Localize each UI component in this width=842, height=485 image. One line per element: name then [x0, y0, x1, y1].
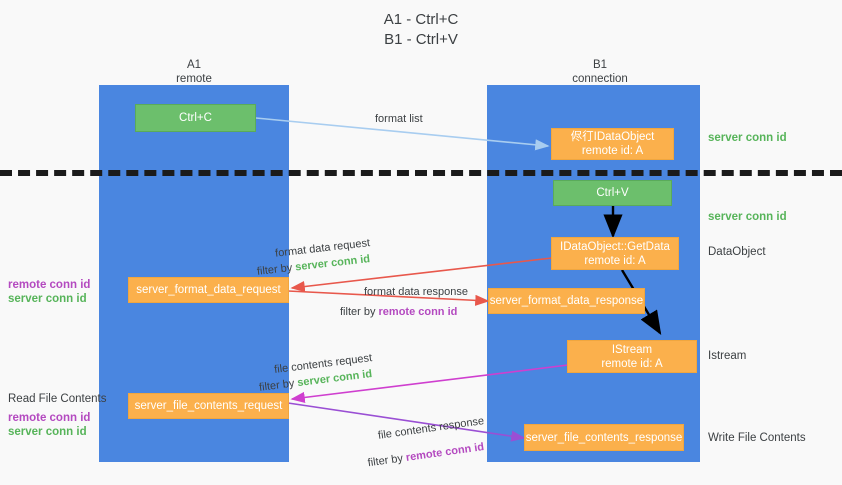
caption-format-data-response-filter: filter by remote conn id — [340, 305, 457, 319]
caption-file-contents-response-filter: filter by remote conn id — [367, 440, 485, 470]
label-remote-conn-id-2: remote conn id — [8, 412, 91, 424]
node-ctrl-c-label: Ctrl+C — [179, 112, 212, 124]
filter-prefix-4: filter by — [366, 452, 407, 470]
node-server-format-data-request-label: server_format_data_request — [136, 284, 281, 296]
node-getdata[interactable]: IDataObject::GetData remote id: A — [551, 237, 679, 270]
node-server-file-contents-request-label: server_file_contents_request — [134, 400, 283, 412]
lane-b1-name: B1 — [592, 59, 608, 71]
lane-header-a1: A1 remote — [134, 58, 254, 86]
label-server-conn-id-mid: server conn id — [708, 211, 787, 223]
node-istream-label: IStream — [611, 343, 653, 356]
node-getdata-remote-id: remote id: A — [584, 254, 646, 267]
label-server-conn-id-2: server conn id — [8, 426, 87, 438]
node-server-file-contents-response[interactable]: server_file_contents_response — [524, 424, 684, 451]
filter-value-4: remote conn id — [405, 441, 485, 464]
page-title: A1 - Ctrl+C B1 - Ctrl+V — [0, 10, 842, 50]
lane-a1-name: A1 — [186, 59, 202, 71]
title-line-2: B1 - Ctrl+V — [384, 31, 458, 48]
phase-divider — [0, 170, 842, 176]
filter-prefix-3: filter by — [258, 377, 299, 394]
title-line-1: A1 - Ctrl+C — [383, 11, 459, 28]
node-server-format-data-request[interactable]: server_format_data_request — [128, 277, 289, 303]
filter-prefix-2: filter by — [340, 306, 379, 318]
label-write-file-contents: Write File Contents — [708, 432, 806, 444]
node-server-format-data-response[interactable]: server_format_data_response — [488, 288, 645, 314]
node-ctrl-c[interactable]: Ctrl+C — [135, 104, 256, 132]
lane-b1-sub: connection — [572, 73, 628, 85]
node-server-file-contents-response-label: server_file_contents_response — [525, 431, 683, 444]
node-ctrl-v[interactable]: Ctrl+V — [553, 180, 672, 206]
lane-header-b1: B1 connection — [530, 58, 670, 86]
caption-format-data-response: format data response — [364, 286, 468, 298]
label-remote-conn-id-1: remote conn id — [8, 279, 91, 291]
node-istream-remote-id: remote id: A — [601, 357, 663, 370]
label-server-conn-id-1: server conn id — [8, 293, 87, 305]
filter-value-2: remote conn id — [378, 306, 458, 318]
node-idataobject[interactable]: 侭㣔IDataObject remote id: A — [551, 128, 674, 160]
node-idataobject-label: 侭㣔IDataObject — [570, 131, 655, 143]
caption-format-list: format list — [375, 113, 423, 125]
node-idataobject-remote-id: remote id: A — [581, 145, 644, 157]
node-server-file-contents-request[interactable]: server_file_contents_request — [128, 393, 289, 419]
label-istream: Istream — [708, 350, 747, 362]
label-server-conn-id-top: server conn id — [708, 132, 787, 144]
node-istream[interactable]: IStream remote id: A — [567, 340, 697, 373]
filter-prefix-1: filter by — [256, 261, 296, 278]
node-ctrl-v-label: Ctrl+V — [596, 187, 629, 199]
node-server-format-data-response-label: server_format_data_response — [489, 295, 644, 307]
caption-file-contents-response: file contents response — [377, 415, 485, 442]
node-getdata-label: IDataObject::GetData — [560, 240, 670, 253]
label-read-file-contents: Read File Contents — [8, 393, 107, 405]
lane-a1-sub: remote — [176, 73, 212, 85]
label-dataobject: DataObject — [708, 246, 766, 258]
